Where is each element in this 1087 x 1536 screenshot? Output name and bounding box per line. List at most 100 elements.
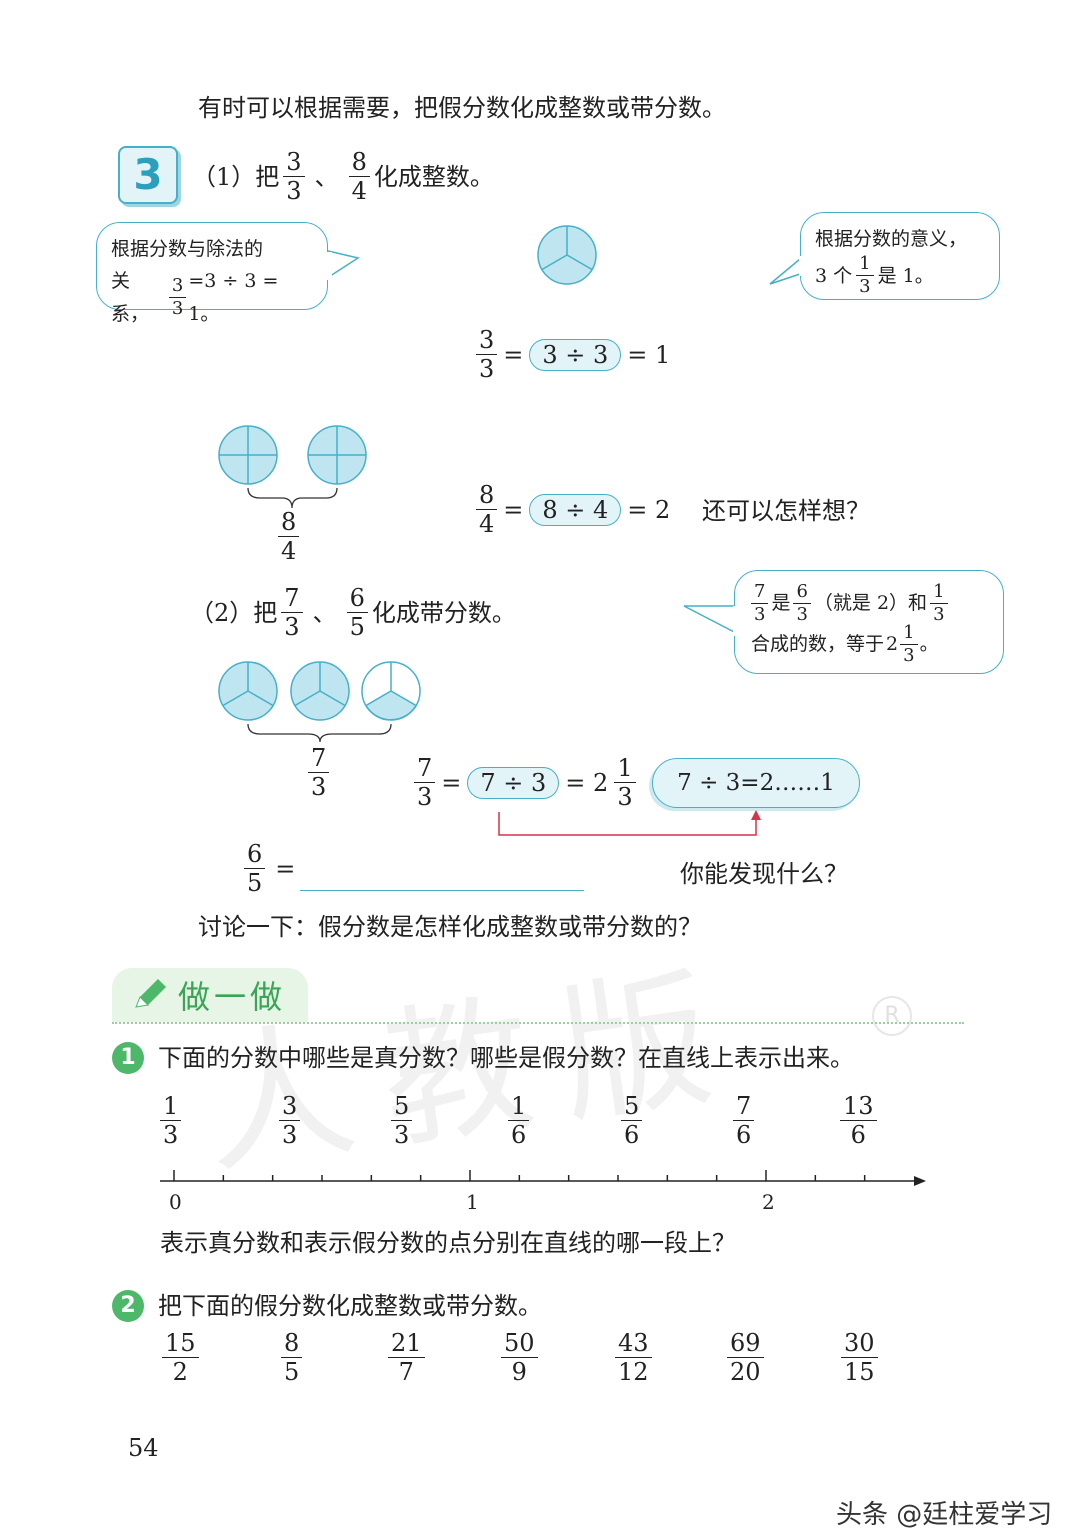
footer-credit: 头条 @廷柱爱学习	[836, 1500, 1053, 1530]
bubble-text: 3 个	[815, 264, 853, 287]
question-2: 2 把下面的假分数化成整数或带分数。	[112, 1290, 542, 1322]
speech-bubble-tail-icon	[769, 253, 807, 285]
exercise-header: 做一做	[112, 968, 308, 1022]
bubble-line: 根据分数的意义，	[815, 228, 968, 250]
circles-thirds-seven-icon	[218, 661, 421, 743]
numberline-label-0: 0	[169, 1190, 182, 1214]
bubble-text: =3 ÷ 3 = 1。	[188, 270, 279, 325]
tail-cover	[326, 252, 332, 280]
example-number: 3	[133, 150, 163, 199]
bubble-text: （就是 2）和	[813, 592, 928, 615]
bubble-text: 是 1。	[877, 264, 934, 287]
result: = 1	[627, 340, 671, 369]
part1-suffix: 化成整数。	[373, 162, 494, 191]
page-number: 54	[128, 1434, 159, 1462]
part2-suffix: 化成带分数。	[371, 598, 516, 627]
question-number-badge: 2	[112, 1290, 144, 1322]
circles-quarters-icon	[218, 425, 367, 509]
tail-cover	[799, 256, 805, 276]
division-pill: 7 ÷ 3	[467, 766, 560, 799]
exercise-header-title: 做一做	[178, 978, 287, 1016]
speech-bubble-tail-icon	[683, 605, 739, 635]
registered-mark-icon: R	[872, 996, 912, 1036]
division-pill: 3 ÷ 3	[529, 338, 622, 371]
speech-bubble-tail-icon	[323, 249, 360, 281]
discuss-text: 讨论一下：假分数是怎样化成整数或带分数的？	[198, 913, 702, 941]
equals-sign: =	[503, 340, 524, 369]
bubble-text: 是	[771, 592, 791, 615]
equals-sign: =	[275, 854, 296, 883]
numberline-label-1: 1	[466, 1190, 479, 1214]
result: = 2	[565, 768, 609, 797]
numberline-label-2: 2	[762, 1190, 775, 1214]
example-number-badge: 3	[118, 146, 178, 204]
result: = 2	[627, 495, 671, 524]
separator: 、	[314, 162, 339, 191]
bubble-line: 根据分数与除法的	[111, 238, 264, 260]
question-number-badge: 1	[112, 1042, 144, 1074]
equals-sign: =	[503, 495, 524, 524]
answer-blank[interactable]	[300, 890, 584, 891]
part2-label: （2）把	[190, 598, 278, 627]
tail-cover	[733, 606, 739, 636]
division-pill: 8 ÷ 4	[529, 493, 622, 526]
question-text: 下面的分数中哪些是真分数？哪些是假分数？在直线上表示出来。	[158, 1044, 854, 1072]
division-remainder-box: 7 ÷ 3=2……1	[652, 758, 860, 808]
circle-thirds-icon	[537, 225, 597, 285]
part1-label: （1）把	[192, 162, 280, 191]
equals-sign: =	[441, 768, 462, 797]
question-text: 把下面的假分数化成整数或带分数。	[158, 1292, 542, 1320]
arrow-icon	[498, 810, 761, 836]
separator: 、	[312, 598, 337, 627]
bubble-text: 合成的数，等于	[751, 633, 885, 656]
dotted-divider	[112, 1022, 964, 1024]
discover-question: 你能发现什么？	[680, 860, 848, 888]
intro-text: 有时可以根据需要，把假分数化成整数或带分数。	[198, 94, 726, 122]
think-question: 还可以怎样想？	[702, 497, 870, 525]
number-line[interactable]	[156, 1166, 932, 1190]
q1-followup: 表示真分数和表示假分数的点分别在直线的哪一段上？	[160, 1229, 736, 1257]
